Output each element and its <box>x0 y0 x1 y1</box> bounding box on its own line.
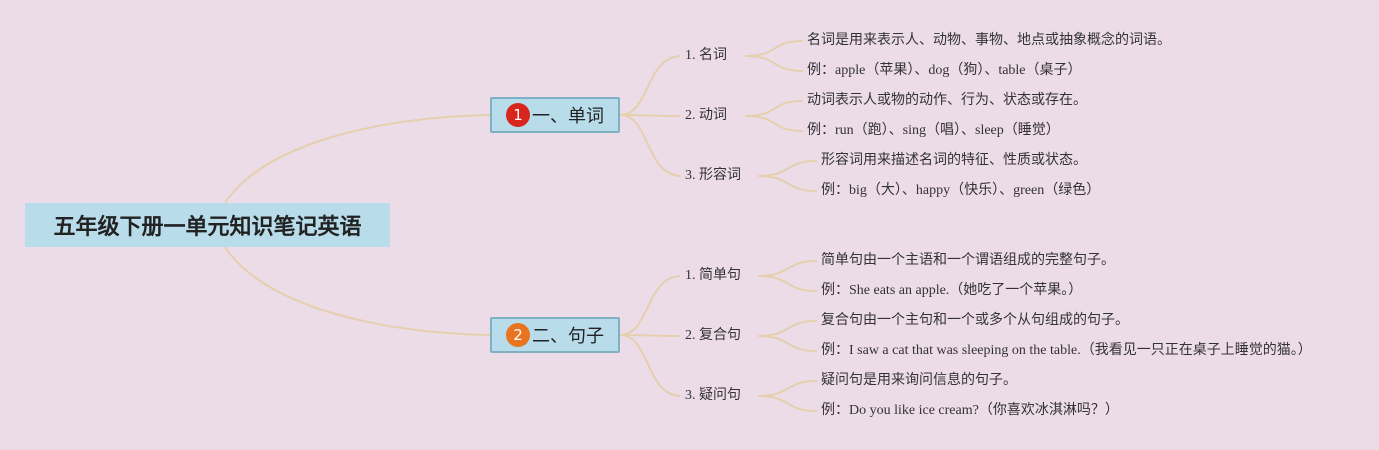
connector-root-branch1 <box>224 114 491 204</box>
subtopic-verb[interactable]: 2. 动词 <box>685 108 727 123</box>
connector-branch2-sub1 <box>619 275 681 336</box>
priority-1-icon: 1 <box>506 103 530 127</box>
leaf-example[interactable]: 例：Do you like ice cream?（你喜欢冰淇淋吗？） <box>821 403 1119 418</box>
leaf-definition[interactable]: 简单句由一个主语和一个谓语组成的完整句子。 <box>821 253 1115 268</box>
connector-leaf <box>744 40 804 57</box>
leaf-example[interactable]: 例：run（跑）、sing（唱）、sleep（睡觉） <box>807 123 1060 138</box>
connector-branch1-sub1 <box>619 55 681 116</box>
leaf-example[interactable]: 例：She eats an apple.（她吃了一个苹果。） <box>821 283 1083 298</box>
branch-sentences[interactable]: 2 二、句子 <box>490 317 620 353</box>
leaf-definition[interactable]: 复合句由一个主句和一个或多个从句组成的句子。 <box>821 313 1129 328</box>
connector-leaf <box>744 100 804 117</box>
root-topic[interactable]: 五年级下册一单元知识笔记英语 <box>25 203 390 247</box>
subtopic-simple-sentence[interactable]: 1. 简单句 <box>685 268 741 283</box>
connector-leaf <box>757 320 818 337</box>
root-title: 五年级下册一单元知识笔记英语 <box>53 215 362 240</box>
branch-label: 一、单词 <box>532 106 604 127</box>
subtopic-complex-sentence[interactable]: 2. 复合句 <box>685 328 741 343</box>
connector-leaf <box>757 160 818 177</box>
leaf-example[interactable]: 例：apple（苹果）、dog（狗）、table（桌子） <box>807 63 1082 78</box>
leaf-example[interactable]: 例：I saw a cat that was sleeping on the t… <box>821 343 1312 358</box>
leaf-definition[interactable]: 形容词用来描述名词的特征、性质或状态。 <box>821 153 1087 168</box>
connector-leaf <box>744 115 804 132</box>
connector-leaf <box>757 275 818 292</box>
connector-branch1-sub2 <box>619 114 681 117</box>
connector-leaf <box>744 55 804 72</box>
priority-2-icon: 2 <box>506 323 530 347</box>
leaf-example[interactable]: 例：big（大）、happy（快乐）、green（绿色） <box>821 183 1101 198</box>
connector-leaf <box>757 335 818 352</box>
connector-leaf <box>757 260 818 277</box>
connector-branch2-sub3 <box>619 334 681 397</box>
connector-leaf <box>757 380 818 397</box>
connector-branch2-sub2 <box>619 334 681 337</box>
connector-leaf <box>757 395 818 412</box>
connector-leaf <box>757 175 818 192</box>
subtopic-question-sentence[interactable]: 3. 疑问句 <box>685 388 741 403</box>
branch-words[interactable]: 1 一、单词 <box>490 97 620 133</box>
leaf-definition[interactable]: 名词是用来表示人、动物、事物、地点或抽象概念的词语。 <box>807 33 1171 48</box>
subtopic-noun[interactable]: 1. 名词 <box>685 48 727 63</box>
connector-branch1-sub3 <box>619 114 681 177</box>
leaf-definition[interactable]: 动词表示人或物的动作、行为、状态或存在。 <box>807 93 1087 108</box>
branch-label: 二、句子 <box>532 326 604 347</box>
subtopic-adjective[interactable]: 3. 形容词 <box>685 168 741 183</box>
leaf-definition[interactable]: 疑问句是用来询问信息的句子。 <box>821 373 1017 388</box>
connector-root-branch2 <box>224 246 491 336</box>
